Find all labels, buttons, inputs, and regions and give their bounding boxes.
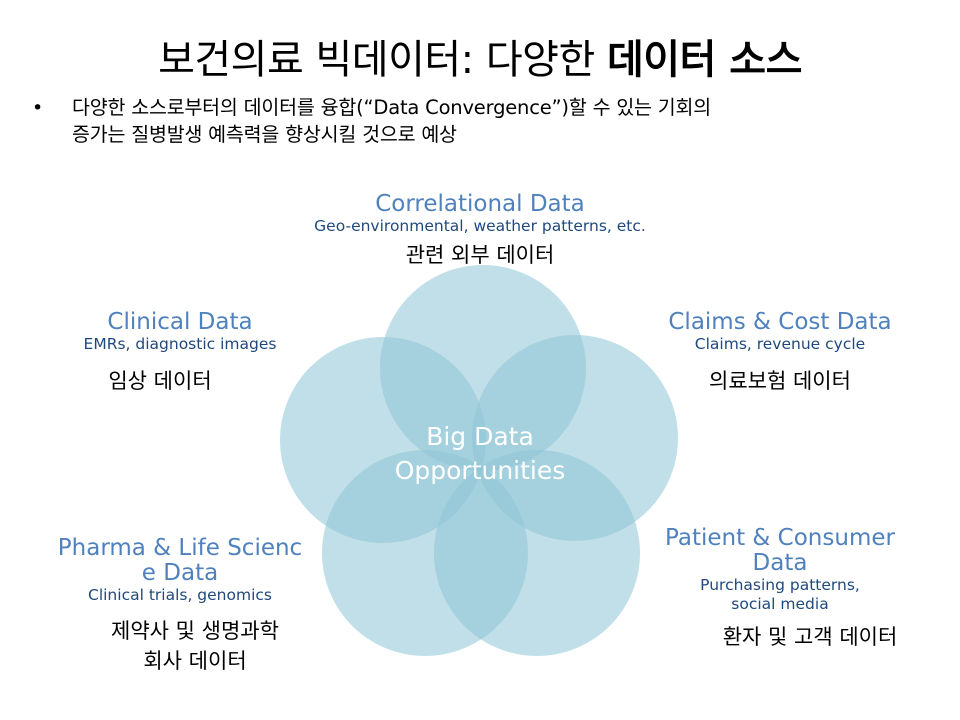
node-heading-line-1: Patient & Consumer [665, 525, 895, 551]
node-korean: 의료보험 데이터 [709, 369, 851, 393]
node-korean: 임상 데이터 [108, 369, 212, 393]
center-label: Big Data Opportunities [360, 420, 600, 488]
node-heading-line-2: e Data [141, 560, 219, 586]
node-subtext-line-1: Purchasing patterns, [700, 576, 860, 594]
node-korean: 관련 외부 데이터 [405, 243, 555, 267]
node-clinical: Clinical Data EMRs, diagnostic images [40, 310, 320, 354]
node-korean-line-2: 회사 데이터 [143, 649, 247, 673]
node-patient: Patient & Consumer Data Purchasing patte… [640, 526, 920, 614]
bullet-line-2: 증가는 질병발생 예측력을 향상시킬 것으로 예상 [72, 123, 457, 146]
node-subtext: Clinical trials, genomics [88, 586, 272, 604]
slide-title: 보건의료 빅데이터: 다양한 데이터 소스 [0, 34, 960, 86]
node-korean: 환자 및 고객 데이터 [722, 625, 898, 649]
node-claims: Claims & Cost Data Claims, revenue cycle [640, 310, 920, 354]
node-heading: Correlational Data [375, 191, 585, 217]
node-subtext: Geo-environmental, weather patterns, etc… [314, 217, 646, 235]
node-korean-line-1: 제약사 및 생명과학 [111, 619, 279, 643]
node-patient-korean: 환자 및 고객 데이터 [680, 622, 940, 652]
node-heading-line-2: Data [752, 550, 808, 576]
bullet-line-1: 다양한 소스로부터의 데이터를 융합(“Data Convergence”)할 … [72, 96, 712, 119]
node-clinical-korean: 임상 데이터 [60, 366, 260, 396]
node-heading: Claims & Cost Data [668, 309, 892, 335]
title-regular: 보건의료 빅데이터: 다양한 [158, 37, 607, 83]
node-heading: Clinical Data [107, 309, 253, 335]
center-label-line-2: Opportunities [394, 456, 566, 485]
node-pharma-korean: 제약사 및 생명과학 회사 데이터 [70, 616, 320, 676]
node-pharma: Pharma & Life Scienc e Data Clinical tri… [40, 536, 320, 605]
node-heading-line-1: Pharma & Life Scienc [57, 535, 303, 561]
node-claims-korean: 의료보험 데이터 [670, 366, 890, 396]
bullet-text: 다양한 소스로부터의 데이터를 융합(“Data Convergence”)할 … [72, 94, 922, 148]
center-label-line-1: Big Data [426, 422, 534, 451]
node-subtext: Claims, revenue cycle [694, 335, 866, 353]
petal-patient [434, 450, 640, 656]
node-subtext: EMRs, diagnostic images [83, 335, 277, 353]
node-correlational: Correlational Data Geo-environmental, we… [280, 192, 680, 270]
bullet-marker: • [32, 97, 44, 119]
title-bold: 데이터 소스 [606, 37, 802, 83]
node-subtext-line-2: social media [731, 595, 829, 613]
